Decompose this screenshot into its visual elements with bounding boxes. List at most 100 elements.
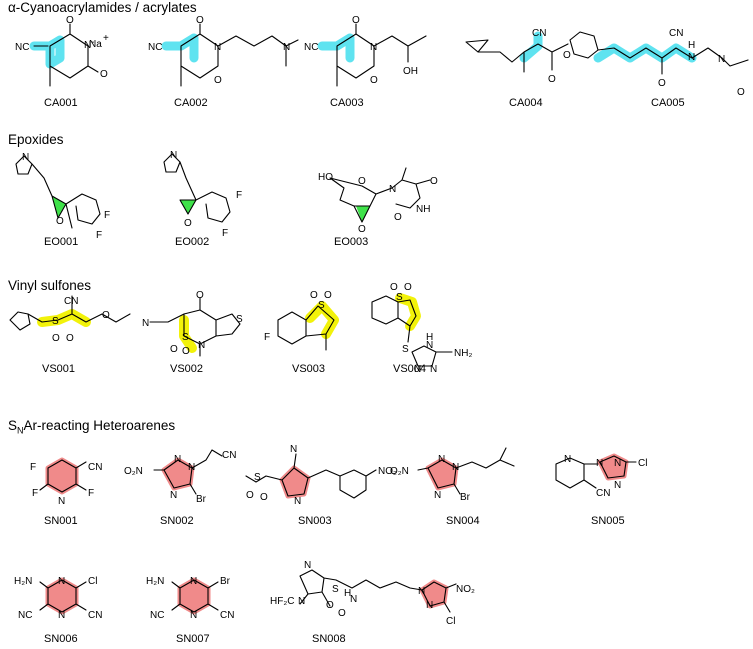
atom-o2n: O₂N bbox=[390, 466, 409, 477]
atom-o: O bbox=[390, 282, 398, 293]
atom-n: N bbox=[58, 610, 65, 621]
label-sn007: SN007 bbox=[176, 633, 210, 645]
atom-n: N bbox=[370, 42, 377, 53]
atom-hf2c: HF₂C bbox=[270, 596, 294, 607]
atom-o: O bbox=[352, 15, 360, 26]
structure-eo002: N O F F EO002 bbox=[163, 150, 242, 248]
atom-o: O bbox=[358, 176, 366, 187]
atom-n: N bbox=[283, 42, 290, 53]
atom-o: O bbox=[246, 490, 254, 501]
label-ca003: CA003 bbox=[330, 97, 364, 109]
atom-o: O bbox=[66, 333, 74, 344]
atom-n: N bbox=[58, 576, 65, 587]
atom-n: N bbox=[170, 150, 177, 161]
atom-no2: NO₂ bbox=[378, 466, 397, 477]
structure-sn001: F CN F F N SN001 bbox=[30, 457, 102, 527]
atom-h: H bbox=[426, 332, 433, 343]
atom-f: F bbox=[30, 462, 36, 473]
atom-s: S bbox=[254, 472, 261, 483]
structure-sn004: O₂N N N N Br SN004 bbox=[390, 447, 515, 527]
atom-n: N bbox=[350, 594, 357, 605]
atom-o: O bbox=[196, 290, 204, 301]
label-sn006: SN006 bbox=[44, 633, 78, 645]
atom-n: N bbox=[188, 462, 195, 473]
atom-n: N bbox=[614, 458, 621, 469]
atom-s: S bbox=[236, 314, 243, 325]
atom-n: N bbox=[596, 458, 603, 469]
atom-n: N bbox=[22, 152, 29, 163]
atom-o: O bbox=[370, 75, 378, 86]
structure-eo003: HO O O N O NH O EO003 bbox=[318, 167, 438, 248]
label-vs003: VS003 bbox=[292, 363, 325, 375]
atom-n: NC bbox=[15, 42, 29, 53]
structure-vs002: N O S O O N S VS002 bbox=[142, 290, 243, 375]
atom-plus: + bbox=[103, 33, 109, 44]
structure-vs003: F S O O VS003 bbox=[264, 290, 339, 375]
atom-n: N bbox=[688, 52, 695, 63]
atom-s: S bbox=[332, 584, 339, 595]
atom-n: N bbox=[190, 610, 197, 621]
atom-n: N bbox=[564, 454, 571, 465]
atom-n: N bbox=[389, 184, 396, 195]
atom-f: F bbox=[236, 190, 242, 201]
atom-nh2: NH₂ bbox=[454, 348, 472, 359]
section-title-epoxides: Epoxides bbox=[8, 132, 64, 147]
section-title-cyanoacrylamides: α-Cyanoacrylamides / acrylates bbox=[8, 0, 197, 15]
structure-ca005: CN O H N N O CA005 bbox=[569, 28, 749, 109]
structure-sn005: N N N N Cl CN SN005 bbox=[555, 453, 647, 527]
atom-s: S bbox=[396, 292, 403, 303]
section-title-snar-heteroarenes: SNAr-reacting Heteroarenes bbox=[8, 418, 176, 436]
atom-no2: NO₂ bbox=[456, 584, 475, 595]
atom-o: O bbox=[404, 282, 412, 293]
atom-n: N bbox=[190, 576, 197, 587]
atom-cn: CN bbox=[88, 610, 102, 621]
structure-sn002: O₂N N N N Br CN SN002 bbox=[124, 449, 236, 527]
label-vs001: VS001 bbox=[42, 363, 75, 375]
structure-vs004: S O O S H N N N NH₂ VS004 bbox=[371, 282, 472, 375]
atom-o: O bbox=[338, 608, 346, 619]
atom-n: N bbox=[294, 496, 301, 507]
atom-f: F bbox=[264, 332, 270, 343]
label-sn003: SN003 bbox=[298, 515, 332, 527]
structure-ca003: NC O N O OH CA003 bbox=[304, 15, 427, 109]
atom-f: F bbox=[222, 228, 228, 239]
atom-cl: Cl bbox=[88, 576, 97, 587]
atom-s: S bbox=[318, 300, 325, 311]
atom-o: O bbox=[310, 290, 318, 301]
label-sn008: SN008 bbox=[312, 633, 346, 645]
label-sn005: SN005 bbox=[591, 515, 625, 527]
atom-n: N bbox=[418, 586, 425, 597]
atom-n: N bbox=[304, 560, 311, 571]
label-eo001: EO001 bbox=[44, 236, 78, 248]
atom-n: N bbox=[142, 318, 149, 329]
atom-n: N bbox=[58, 496, 65, 507]
structure-sn008: N HF₂C N S O O H N N N NO₂ Cl SN008 bbox=[270, 560, 475, 645]
structure-sn007: H₂N N Br NC N CN SN007 bbox=[146, 576, 234, 645]
atom-n: N bbox=[214, 42, 221, 53]
atom-s: S bbox=[402, 344, 409, 355]
structure-ca002: NC O N O N CA002 bbox=[148, 15, 299, 109]
atom-o: O bbox=[184, 218, 192, 229]
atom-o: O bbox=[100, 69, 108, 80]
structure-sn003: N S O O N NO₂ SN003 bbox=[245, 444, 397, 527]
atom-n: N bbox=[298, 596, 305, 607]
label-eo003: EO003 bbox=[334, 236, 368, 248]
structure-vs001: S O O CN O VS001 bbox=[9, 295, 131, 375]
atom-o: O bbox=[548, 74, 556, 85]
atom-cl: Cl bbox=[446, 616, 455, 627]
atom-br: Br bbox=[220, 576, 231, 587]
atom-nc: NC bbox=[150, 610, 164, 621]
atom-br: Br bbox=[196, 494, 207, 505]
atom-n: N bbox=[414, 364, 421, 375]
structure-sn006: H₂N N Cl NC N CN SN006 bbox=[14, 576, 102, 645]
label-sn002: SN002 bbox=[160, 515, 194, 527]
atom-o: O bbox=[196, 15, 204, 26]
atom-s: S bbox=[182, 332, 189, 343]
atom-cn: CN bbox=[220, 610, 234, 621]
atom-o2n: O₂N bbox=[124, 466, 143, 477]
label-sn004: SN004 bbox=[446, 515, 480, 527]
atom-f: F bbox=[96, 230, 102, 241]
atom-f: F bbox=[88, 488, 94, 499]
label-sn001: SN001 bbox=[44, 515, 78, 527]
atom-na: Na bbox=[89, 39, 102, 50]
